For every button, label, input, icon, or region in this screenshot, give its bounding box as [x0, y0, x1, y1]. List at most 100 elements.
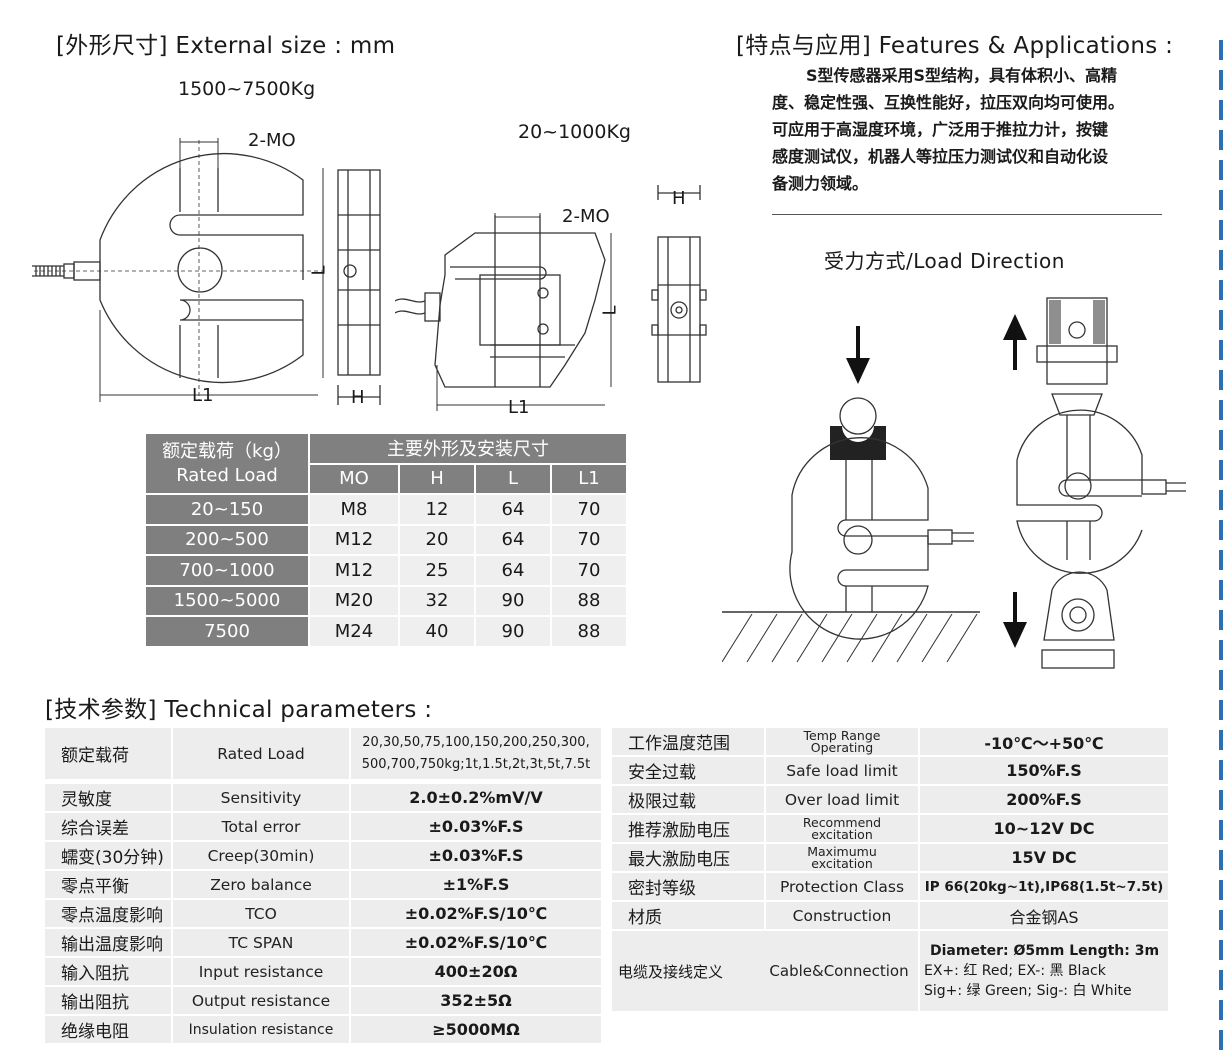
table-row: 200~500 M12 20 64 70: [146, 525, 626, 554]
edge-mark: [1219, 160, 1223, 180]
param-value-line: 500,700,750kg;1t,1.5t,2t,3t,5t,7.5t: [361, 756, 591, 772]
param-value-line: 20,30,50,75,100,150,200,250,300,: [362, 734, 590, 750]
param-value: 352±5Ω: [351, 987, 601, 1014]
param-en: Rated Load: [173, 728, 349, 779]
table-row: 700~1000 M12 25 64 70: [146, 556, 626, 585]
cell: 70: [552, 525, 626, 554]
edge-mark: [1219, 280, 1223, 300]
table-row: 灵敏度 Sensitivity 2.0±0.2%mV/V: [45, 784, 601, 811]
cell: 90: [476, 586, 550, 615]
edge-mark: [1219, 340, 1223, 360]
up-arrow-icon: [1003, 314, 1027, 370]
edge-mark: [1219, 370, 1223, 390]
col-mo: MO: [310, 464, 398, 493]
param-en: TCO: [173, 900, 349, 927]
param-value: IP 66(20kg~1t),IP68(1.5t~7.5t): [920, 873, 1168, 900]
row-label: 20~150: [146, 495, 308, 524]
cell: 40: [400, 617, 474, 646]
table-row: 20~150 M8 12 64 70: [146, 495, 626, 524]
edge-mark: [1219, 940, 1223, 960]
table-row: 密封等级 Protection Class IP 66(20kg~1t),IP6…: [612, 873, 1168, 900]
param-value: ±1%F.S: [351, 871, 601, 898]
table-row: 输出温度影响 TC SPAN ±0.02%F.S/10℃: [45, 929, 601, 956]
row-label: 700~1000: [146, 556, 308, 585]
load-direction-drawing: [722, 297, 1186, 669]
large-h-dim-label: H: [351, 387, 365, 408]
param-en-line: excitation: [811, 826, 873, 842]
main-dim-header: 主要外形及安装尺寸: [310, 434, 626, 463]
edge-mark: [1219, 700, 1223, 720]
param-value: Diameter: Ø5mm Length: 3m EX+: 红 Red; EX…: [920, 931, 1168, 1011]
param-en: Output resistance: [173, 987, 349, 1014]
param-value: 15V DC: [920, 844, 1168, 871]
param-cn: 输入阻抗: [45, 958, 171, 985]
param-cn: 安全过载: [612, 757, 764, 784]
cell: 25: [400, 556, 474, 585]
edge-mark: [1219, 310, 1223, 330]
table-row: 电缆及接线定义 Cable&Connection Diameter: Ø5mm …: [612, 931, 1168, 1011]
features-line: S型传感器采用S型结构，具有体积小、高精: [806, 66, 1118, 85]
param-en-line: Recommend: [802, 814, 882, 830]
param-value: 400±20Ω: [351, 958, 601, 985]
edge-mark: [1219, 1030, 1223, 1050]
param-cn: 输出阻抗: [45, 987, 171, 1014]
table-row: 材质 Construction 合金钢AS: [612, 902, 1168, 929]
param-cn: 绝缘电阻: [45, 1016, 171, 1043]
edge-mark: [1219, 820, 1223, 840]
param-value: 10~12V DC: [920, 815, 1168, 842]
table-row: 额定载荷 Rated Load 20,30,50,75,100,150,200,…: [45, 728, 601, 779]
param-cn: 推荐激励电压: [612, 815, 764, 842]
features-line: 可应用于高湿度环境，广泛用于推拉力计，按键: [772, 120, 1109, 139]
edge-mark: [1219, 580, 1223, 600]
tech-table-right: 工作温度范围 Temp Range Operating -10℃～+50℃ 安全…: [612, 728, 1168, 1013]
row-label: 200~500: [146, 525, 308, 554]
features-text: S型传感器采用S型结构，具有体积小、高精 度、稳定性强、互换性能好，拉压双向均可…: [772, 62, 1212, 197]
table-row: 综合误差 Total error ±0.03%F.S: [45, 813, 601, 840]
edge-mark: [1219, 610, 1223, 630]
small-h-dim-label: H: [672, 188, 686, 209]
cell: M12: [310, 525, 398, 554]
divider: [772, 214, 1162, 215]
table-row: 工作温度范围 Temp Range Operating -10℃～+50℃: [612, 728, 1168, 755]
param-value-line: Diameter: Ø5mm Length: 3m: [930, 943, 1160, 959]
col-h: H: [400, 464, 474, 493]
param-cn: 额定载荷: [45, 728, 171, 779]
small-l1-dim-label: L1: [508, 397, 530, 418]
table-row: 1500~5000 M20 32 90 88: [146, 586, 626, 615]
cell: M12: [310, 556, 398, 585]
param-en: Zero balance: [173, 871, 349, 898]
param-value: ≥5000MΩ: [351, 1016, 601, 1043]
large-l1-dim-label: L1: [192, 385, 214, 406]
param-cn: 极限过载: [612, 786, 764, 813]
param-en: Insulation resistance: [173, 1016, 349, 1043]
cell: 70: [552, 495, 626, 524]
cell: M8: [310, 495, 398, 524]
small-range-label: 20~1000Kg: [518, 121, 631, 143]
table-row: 安全过载 Safe load limit 150%F.S: [612, 757, 1168, 784]
edge-mark: [1219, 430, 1223, 450]
param-value: 合金钢AS: [920, 902, 1168, 929]
param-en: Recommend excitation: [766, 815, 918, 842]
features-line: 备测力领域。: [772, 174, 869, 193]
technical-title: [技术参数] Technical parameters :: [45, 697, 433, 723]
small-l-dim-label: L: [599, 305, 621, 316]
down-arrow-icon: [1003, 592, 1027, 648]
table-row: 最大激励电压 Maximumu excitation 15V DC: [612, 844, 1168, 871]
param-cn: 电缆及接线定义: [612, 931, 764, 1011]
table-row: 零点温度影响 TCO ±0.02%F.S/10℃: [45, 900, 601, 927]
edge-mark: [1219, 760, 1223, 780]
cell: 64: [476, 525, 550, 554]
cell: M20: [310, 586, 398, 615]
cell: 70: [552, 556, 626, 585]
param-en: Total error: [173, 813, 349, 840]
edge-mark: [1219, 400, 1223, 420]
features-title: [特点与应用] Features & Applications :: [736, 33, 1174, 59]
row-label: 1500~5000: [146, 586, 308, 615]
edge-mark: [1219, 550, 1223, 570]
param-en-line: Temp Range: [803, 727, 881, 743]
cell: 32: [400, 586, 474, 615]
dimension-table: 额定载荷（kg） Rated Load 主要外形及安装尺寸 MO H L L1 …: [144, 432, 628, 648]
rated-load-header-en: Rated Load: [176, 464, 278, 486]
table-row: 绝缘电阻 Insulation resistance ≥5000MΩ: [45, 1016, 601, 1043]
param-en: Protection Class: [766, 873, 918, 900]
